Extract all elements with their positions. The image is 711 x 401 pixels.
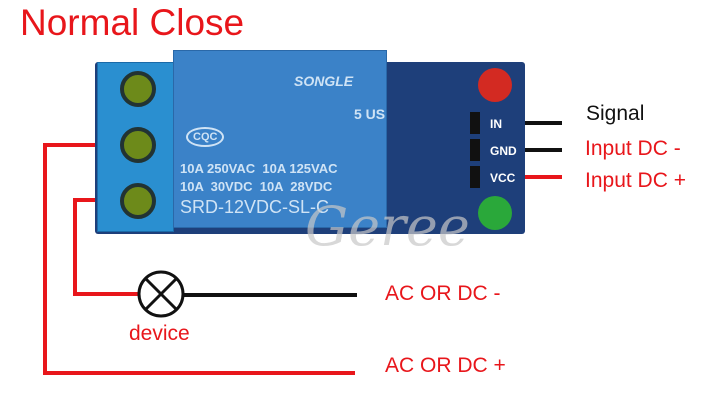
screw-terminal <box>97 62 174 232</box>
pin-icon <box>470 112 480 134</box>
relay-rating-ac: 10A 250VAC 10A 125VAC <box>180 161 338 176</box>
device-label: device <box>129 322 190 345</box>
screw-icon <box>120 127 156 163</box>
red-wire-nc <box>73 198 140 296</box>
ac-dc-plus-label: AC OR DC + <box>385 354 506 377</box>
signal-label: Signal <box>586 102 645 125</box>
input-dc-plus-label: Input DC + <box>585 169 686 192</box>
screw-icon <box>120 183 156 219</box>
pin-icon <box>470 166 480 188</box>
relay-rating-dc: 10A 30VDC 10A 28VDC <box>180 179 333 194</box>
relay-brand: SONGLE <box>294 73 354 89</box>
status-led-icon <box>478 196 512 230</box>
relay-ul: 5 US <box>354 106 386 122</box>
pin-icon <box>470 139 480 161</box>
pin-label-in: IN <box>490 117 502 131</box>
relay-cert: CQC <box>186 127 225 147</box>
power-led-icon <box>478 68 512 102</box>
diagram-title: Normal Close <box>20 2 245 43</box>
screw-icon <box>120 71 156 107</box>
pin-label-gnd: GND <box>490 144 517 158</box>
ac-dc-minus-label: AC OR DC - <box>385 282 501 305</box>
relay-cube: SONGLE CQC 5 US 10A 250VAC 10A 125VAC 10… <box>173 50 387 228</box>
pin-label-vcc: VCC <box>490 171 516 185</box>
relay-model: SRD-12VDC-SL-C <box>180 197 330 217</box>
input-dc-minus-label: Input DC - <box>585 137 681 160</box>
red-wire-common <box>43 143 355 375</box>
watermark: Geree <box>305 195 470 258</box>
